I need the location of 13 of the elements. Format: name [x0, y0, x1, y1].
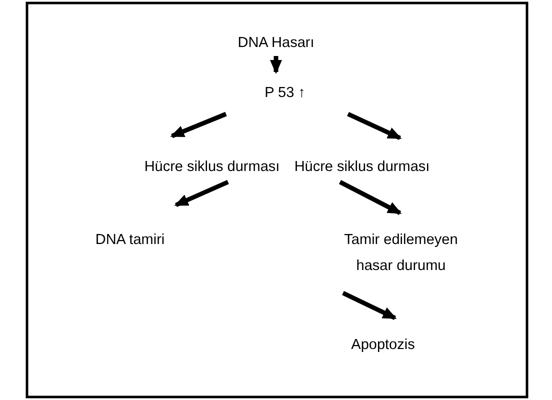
arrow [342, 290, 397, 320]
step-label: P 53 ↑ [264, 84, 306, 103]
arrow [270, 56, 282, 74]
step-label: Tamir edilemeyen hasar durumu [343, 231, 459, 276]
arrow [338, 180, 402, 215]
step-label: Hücre siklus durması [143, 158, 281, 177]
arrow [174, 180, 229, 208]
step-label: DNA tamiri [94, 231, 166, 250]
arrow [347, 112, 402, 140]
step-label: Apoptozis [350, 336, 416, 355]
arrow [170, 112, 227, 138]
step-label: Hücre siklus durması [293, 158, 431, 177]
step-label: DNA Hasarı [236, 34, 316, 53]
